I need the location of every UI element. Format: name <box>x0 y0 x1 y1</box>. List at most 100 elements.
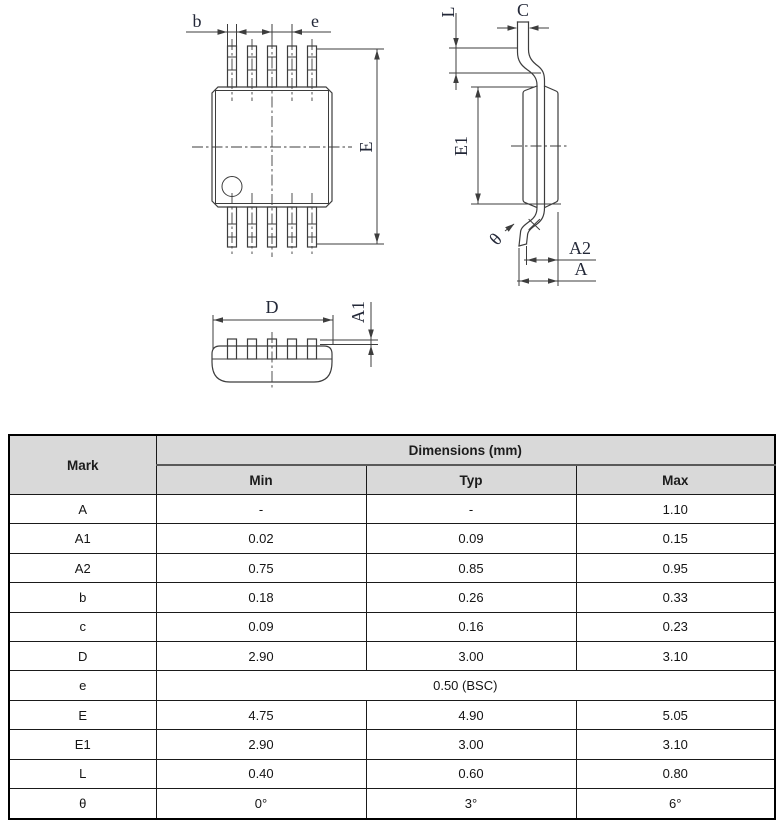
pin <box>286 193 298 254</box>
typ-cell: 0.26 <box>365 582 577 613</box>
dim-label-E: E <box>356 142 376 153</box>
table-subheader-row: Min Typ Max <box>9 464 776 495</box>
dim-A1: A1 <box>320 301 378 367</box>
min-cell: 4.75 <box>155 699 367 731</box>
mark-cell: A2 <box>8 552 157 584</box>
max-cell: 5.05 <box>575 699 776 731</box>
max-cell: 6° <box>575 788 776 820</box>
mark-cell: D <box>8 641 157 672</box>
dim-E1: E1 <box>451 86 561 205</box>
bend-mark <box>528 218 541 231</box>
dim-label-E1: E1 <box>451 136 471 156</box>
dim-b-e: b e <box>186 11 331 46</box>
min-cell: 2.90 <box>155 641 367 672</box>
min-cell: 2.90 <box>155 729 367 760</box>
lead-foot-cap <box>518 243 528 247</box>
mark-cell: E1 <box>8 729 157 760</box>
min-cell: - <box>155 493 367 525</box>
max-cell: 0.95 <box>575 552 776 584</box>
lead-stub <box>246 338 258 360</box>
pin <box>226 193 238 254</box>
bottom-pins <box>226 193 318 254</box>
table-row: A--1.10 <box>8 493 776 525</box>
max-cell: 0.15 <box>575 523 776 554</box>
dim-label-L: L <box>438 7 458 18</box>
mark-cell: A1 <box>8 523 157 554</box>
max-cell: 0.23 <box>575 611 776 643</box>
typ-cell: 3° <box>365 788 577 820</box>
max-cell: 1.10 <box>575 493 776 525</box>
max-cell: 0.33 <box>575 582 776 613</box>
lead-right-edge <box>525 21 546 245</box>
dim-E: E <box>317 48 384 245</box>
dimensions-table: Mark Dimensions (mm) Min Typ Max A--1.10… <box>8 434 777 820</box>
min-cell: 0.40 <box>155 758 367 790</box>
pin <box>286 39 298 101</box>
max-cell: 3.10 <box>575 641 776 672</box>
dim-label-e: e <box>311 11 319 31</box>
mark-cell: c <box>8 611 157 643</box>
lead-stub <box>286 338 298 360</box>
dim-D: D <box>212 297 334 349</box>
mark-cell: e <box>8 670 157 701</box>
dim-label-A1: A1 <box>348 301 368 323</box>
dim-label-C: C <box>517 0 529 20</box>
dim-theta: θ <box>485 223 515 249</box>
min-cell: 0.09 <box>155 611 367 643</box>
span-cell: 0.50 (BSC) <box>155 670 776 701</box>
typ-cell: 4.90 <box>365 699 577 731</box>
lead-stub <box>306 338 318 360</box>
pin <box>226 39 238 101</box>
mark-cell: E <box>8 699 157 731</box>
min-cell: 0.18 <box>155 582 367 613</box>
header-mark: Mark <box>8 434 157 495</box>
pin <box>306 193 318 254</box>
mark-cell: b <box>8 582 157 613</box>
body-profile-left <box>522 85 538 209</box>
dim-label-A2: A2 <box>569 238 591 258</box>
lead-stub <box>226 338 238 360</box>
side-view: C L E1 θ <box>438 0 596 286</box>
min-cell: 0° <box>155 788 367 820</box>
front-view: D A1 <box>211 297 378 390</box>
body-outline <box>211 345 333 383</box>
mark-cell: θ <box>8 788 157 820</box>
pin <box>306 39 318 101</box>
dim-L: L <box>438 7 541 90</box>
typ-cell: 3.00 <box>365 729 577 760</box>
package-outline-drawing: b e E C <box>186 0 596 390</box>
max-cell: 0.80 <box>575 758 776 790</box>
body-profile-right <box>543 85 559 209</box>
min-cell: 0.75 <box>155 552 367 584</box>
typ-cell: 0.60 <box>365 758 577 790</box>
header-typ: Typ <box>365 464 577 495</box>
typ-cell: 0.85 <box>365 552 577 584</box>
max-cell: 3.10 <box>575 729 776 760</box>
body-outline <box>211 86 333 208</box>
header-dimensions: Dimensions (mm) <box>155 434 776 466</box>
header-max: Max <box>575 464 776 495</box>
pin <box>246 39 258 101</box>
dim-label-theta: θ <box>485 229 506 249</box>
top-view: b e E <box>186 11 384 257</box>
typ-cell: - <box>365 493 577 525</box>
dim-A2: A2 <box>524 212 596 286</box>
dim-label-D: D <box>266 297 279 317</box>
dim-A: A <box>517 248 596 286</box>
mark-cell: A <box>8 493 157 525</box>
dim-label-b: b <box>193 11 202 31</box>
top-pins <box>226 39 318 101</box>
dim-C: C <box>497 0 549 31</box>
typ-cell: 0.09 <box>365 523 577 554</box>
